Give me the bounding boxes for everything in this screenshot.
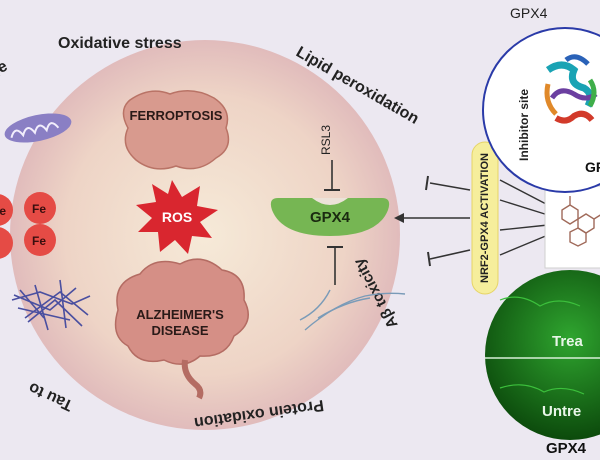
activation-arrow-head: [394, 213, 404, 223]
treated-label: Trea: [552, 333, 584, 350]
activation-label: NRF2-GPX4 ACTIVATION: [479, 153, 491, 283]
iron-ion-icon: Fe Fe Fe: [0, 192, 56, 259]
molecule-connector-lines: [499, 179, 549, 256]
rsl3-label: RSL3: [319, 125, 333, 155]
fe-label: Fe: [32, 202, 46, 216]
micrograph-panel: [485, 270, 600, 440]
activation-pill: [471, 141, 499, 295]
fe-label: Fe: [32, 234, 46, 248]
activation-inhibition-bar-upper: [425, 175, 429, 191]
tau-tangle-icon: [11, 279, 91, 331]
label-tau-partial: Tau to: [26, 378, 76, 413]
amyloid-fiber-icon: [299, 289, 406, 331]
ferroptosis-cell-icon: [122, 90, 230, 170]
micrograph-caption: GPX4: [546, 440, 587, 457]
ferroptosis-label: FERROPTOSIS: [130, 108, 223, 123]
alzheimers-label-line2: DISEASE: [151, 323, 208, 338]
label-oxidative-stress: Oxidative stress: [58, 35, 182, 52]
ros-label: ROS: [162, 209, 192, 225]
alzheimers-label-line1: ALZHEIMER'S: [136, 307, 224, 322]
molecule-panel: [544, 185, 600, 269]
ros-star-icon: [136, 180, 218, 254]
protein-structure-icon: [544, 54, 598, 124]
activation-inhibition-bar-lower: [427, 251, 431, 267]
fe-label: Fe: [0, 204, 6, 218]
molecule-icon: [561, 196, 600, 247]
gpx4-enzyme-icon: [270, 198, 390, 236]
gpx4-label: GPX4: [310, 209, 351, 226]
untreated-label: Untre: [542, 403, 581, 420]
label-damage-partial: ge: [0, 58, 10, 82]
brain-icon: [114, 258, 249, 400]
structure-circle: [482, 27, 600, 193]
activation-inhibition-line-upper: [429, 182, 471, 191]
structure-title: GPX4: [510, 5, 548, 21]
mitochondrion-icon: [4, 113, 72, 143]
structure-bottom-label: GP: [585, 159, 600, 175]
activation-inhibition-line-lower: [429, 249, 471, 260]
inhibitor-site-label: Inhibitor site: [517, 89, 531, 161]
